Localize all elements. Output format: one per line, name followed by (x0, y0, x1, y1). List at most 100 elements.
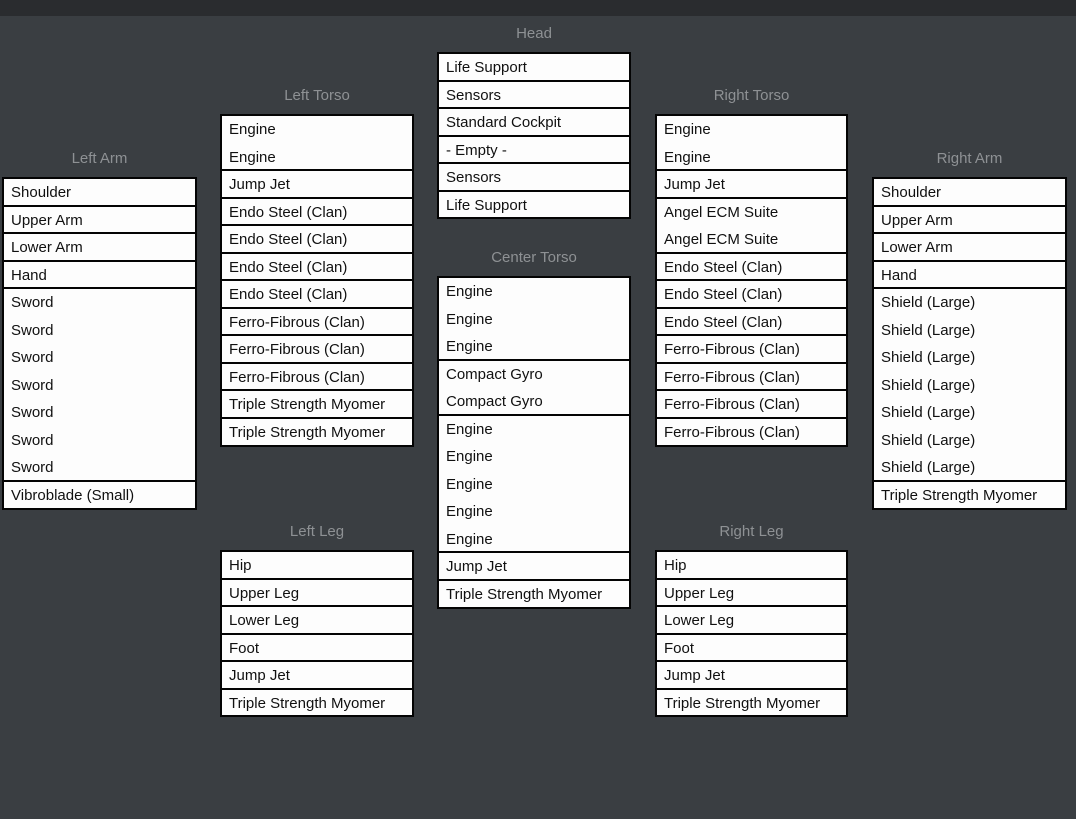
crit-component[interactable]: Endo Steel (Clan) (655, 279, 848, 309)
crit-slot-label: Engine (446, 310, 493, 328)
crit-slot-label: Engine (446, 530, 493, 548)
crit-component[interactable]: - Empty - (437, 134, 631, 165)
crit-component[interactable]: Triple Strength Myomer (872, 480, 1067, 510)
crit-slot-label: Shield (Large) (881, 321, 976, 339)
crit-slot-label: Hand (881, 266, 917, 284)
crit-component[interactable]: Sensors (437, 162, 631, 192)
crit-component[interactable]: Jump Jet (437, 551, 631, 582)
section-title: Right Torso (713, 87, 790, 104)
crit-component[interactable]: Jump Jet (220, 660, 414, 690)
crit-slot-label: Ferro-Fibrous (Clan) (229, 341, 365, 359)
crit-slot-label: Engine (446, 448, 493, 466)
crit-slot-label: Foot (664, 639, 695, 657)
crit-slot-label: Jump Jet (229, 667, 290, 685)
crit-component[interactable]: Endo Steel (Clan) (655, 306, 848, 337)
crit-component[interactable]: Ferro-Fibrous (Clan) (655, 417, 848, 447)
crit-component[interactable]: Life Support (437, 52, 631, 82)
crit-component[interactable]: Ferro-Fibrous (Clan) (220, 361, 414, 392)
crit-slot-label: Ferro-Fibrous (Clan) (229, 313, 365, 331)
crit-slot-label: Shoulder (11, 184, 72, 201)
crit-component[interactable]: Shield (Large) Shield (Large) Shield (Larg… (872, 287, 1067, 483)
crit-slot-label: Compact Gyro (446, 365, 543, 383)
crit-slot-label: Compact Gyro (446, 393, 543, 411)
crit-component[interactable]: Ferro-Fibrous (Clan) (220, 306, 414, 337)
crit-component[interactable]: Vibroblade (Small) (2, 480, 197, 510)
crit-component[interactable]: Ferro-Fibrous (Clan) (655, 334, 848, 364)
crit-component[interactable]: Upper Leg (655, 577, 848, 608)
crit-slot-label: Shield (Large) (881, 294, 976, 312)
crit-component[interactable]: Hand (872, 259, 1067, 290)
section-title: Right Arm (936, 150, 1003, 167)
crit-component[interactable]: Hip (655, 550, 848, 580)
crit-slot-label: Upper Arm (11, 211, 83, 229)
crit-slot-label: Shield (Large) (881, 404, 976, 422)
crit-component[interactable]: Jump Jet (220, 169, 414, 199)
crit-slot-label: Hand (11, 266, 47, 284)
crit-slot-label: - Empty - (446, 141, 507, 159)
crit-slot-label: Endo Steel (Clan) (229, 286, 348, 304)
crit-component[interactable]: Lower Arm (2, 232, 197, 262)
crit-slot-label: Engine (446, 283, 493, 300)
crit-component[interactable]: Endo Steel (Clan) (220, 196, 414, 227)
crit-component[interactable]: Triple Strength Myomer (220, 417, 414, 447)
crit-component[interactable]: Lower Arm (872, 232, 1067, 262)
crit-component[interactable]: Hip (220, 550, 414, 580)
crit-slot-label: Life Support (446, 59, 527, 76)
crit-component[interactable]: Endo Steel (Clan) (220, 279, 414, 309)
crit-component[interactable]: Sensors (437, 79, 631, 110)
crit-component[interactable]: Shoulder (2, 177, 197, 207)
crit-component[interactable]: Ferro-Fibrous (Clan) (220, 334, 414, 364)
crit-component[interactable]: Lower Leg (655, 605, 848, 635)
crit-slot-label: Endo Steel (Clan) (229, 258, 348, 276)
crit-component[interactable]: Triple Strength Myomer (437, 579, 631, 609)
crit-component[interactable]: Triple Strength Myomer (220, 687, 414, 718)
crit-component[interactable]: Upper Arm (2, 204, 197, 235)
section-title: Left Leg (289, 523, 345, 540)
crit-component[interactable]: Ferro-Fibrous (Clan) (655, 361, 848, 392)
crit-slot-label: Sword (11, 376, 54, 394)
crit-slot-label: Ferro-Fibrous (Clan) (664, 424, 800, 442)
crit-component[interactable]: Jump Jet (655, 169, 848, 199)
crit-component[interactable]: Endo Steel (Clan) (220, 251, 414, 282)
crit-component[interactable]: Lower Leg (220, 605, 414, 635)
crit-component[interactable]: Life Support (437, 189, 631, 220)
crit-component[interactable]: Standard Cockpit (437, 107, 631, 137)
section-title: Left Torso (284, 87, 350, 104)
crit-component[interactable]: Jump Jet (655, 660, 848, 690)
crit-component[interactable]: Hand (2, 259, 197, 290)
crit-slot-label: Vibroblade (Small) (11, 487, 135, 505)
crit-component[interactable]: Foot (655, 632, 848, 663)
crit-slot-label: Engine (446, 503, 493, 521)
crit-slot-label: Triple Strength Myomer (229, 424, 386, 442)
section-title: Head (516, 25, 552, 42)
crit-component[interactable]: Endo Steel (Clan) (220, 224, 414, 254)
crit-component[interactable]: Upper Arm (872, 204, 1067, 235)
crit-component[interactable]: Triple Strength Myomer (655, 687, 848, 718)
crit-slot-label: Endo Steel (Clan) (664, 286, 783, 304)
crit-slot-label: Jump Jet (664, 667, 725, 685)
crit-component[interactable]: Upper Leg (220, 577, 414, 608)
crit-component[interactable]: Triple Strength Myomer (220, 389, 414, 420)
crit-slot-label: Hip (664, 557, 687, 574)
crit-slot-label: Shoulder (881, 184, 942, 201)
crit-component[interactable]: Endo Steel (Clan) (655, 251, 848, 282)
crit-component[interactable]: Ferro-Fibrous (Clan) (655, 389, 848, 420)
crit-component[interactable]: Foot (220, 632, 414, 663)
crit-slot-label: Engine (664, 121, 711, 138)
crit-component[interactable]: Shoulder (872, 177, 1067, 207)
